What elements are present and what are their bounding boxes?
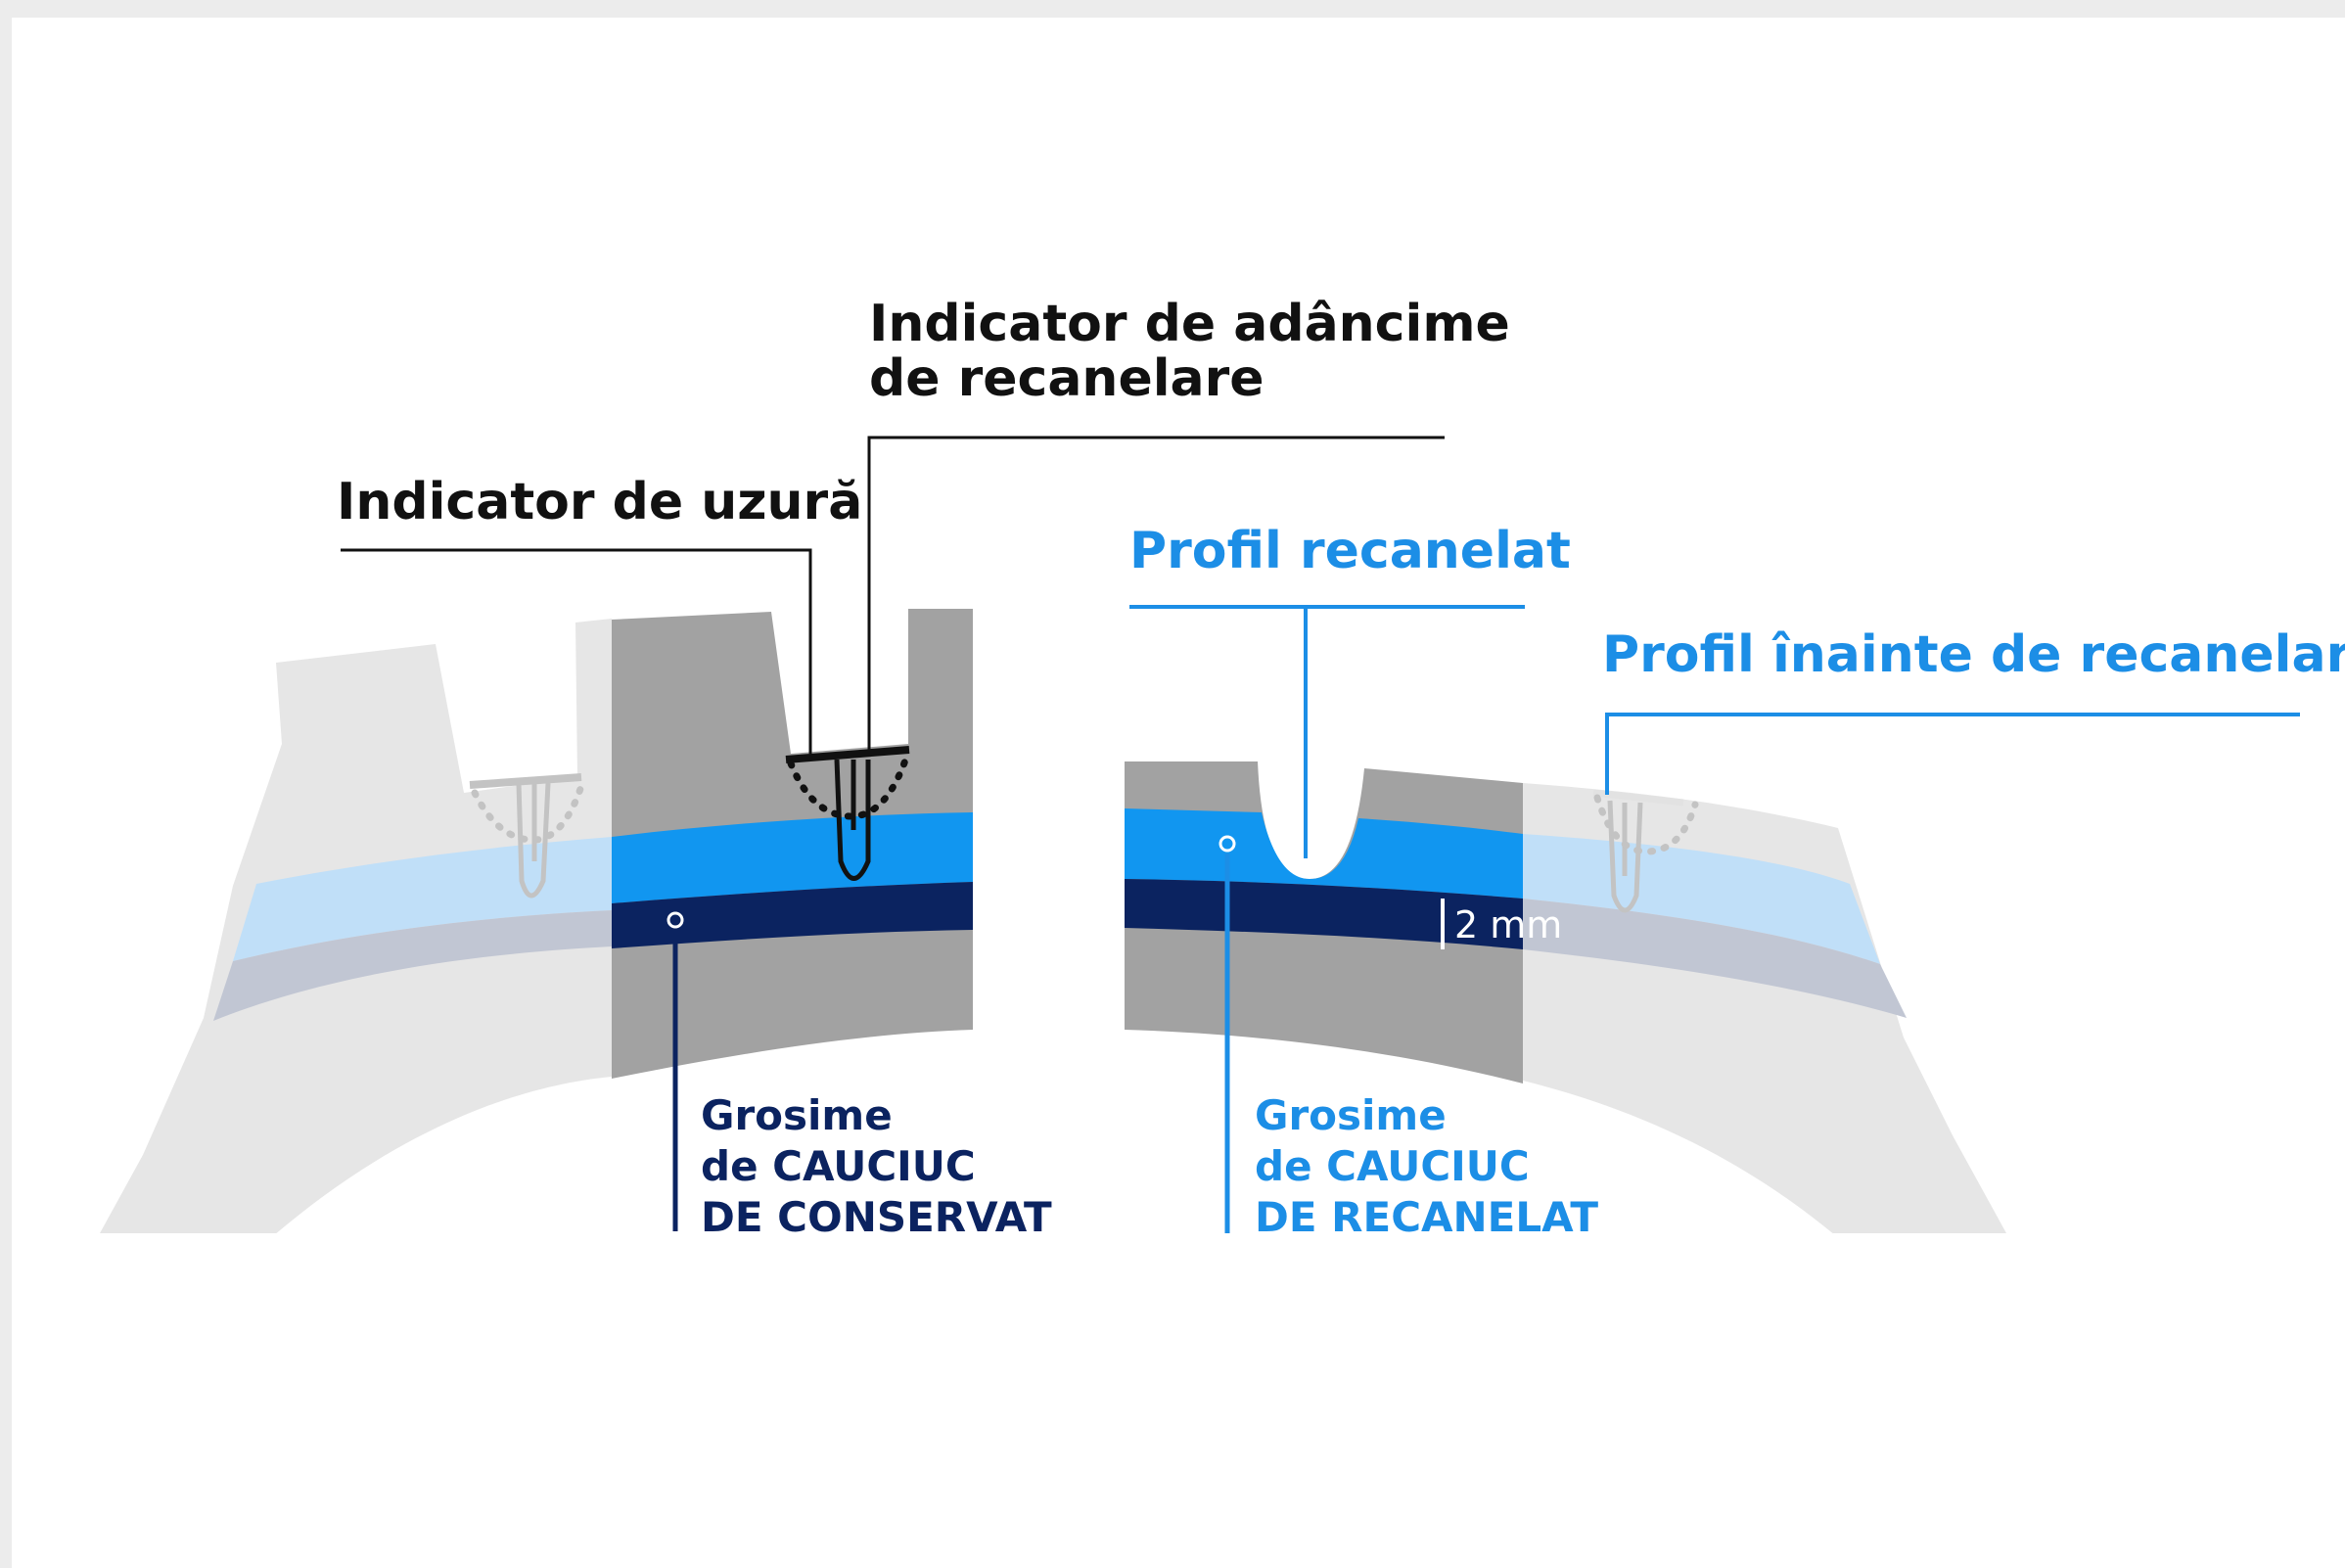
faded-wear-indicator-icon xyxy=(469,773,587,899)
keep-marker-dot xyxy=(667,911,684,929)
regrooved-profile-title: Profil recanelat xyxy=(1129,522,1571,580)
left-faded-navy-band xyxy=(213,910,612,1021)
keep-thickness-line1: Grosime xyxy=(701,1091,893,1139)
wear-indicator-title: Indicator de uzură xyxy=(337,473,862,531)
keep-thickness-label: Grosime de CAUCIUC DE CONSERVAT xyxy=(701,1091,1052,1241)
left-blue-band xyxy=(612,812,973,903)
regroove-thickness-label: Grosime de CAUCIUC DE RECANELAT xyxy=(1255,1091,1598,1241)
labels: Indicator de adâncime de recanelare Indi… xyxy=(337,295,2345,1241)
left-navy-band xyxy=(612,882,973,948)
left-inner-arc xyxy=(274,1077,612,1235)
right-tire-section: 2 mm xyxy=(1125,761,2006,1235)
depth-indicator-leader xyxy=(867,436,1445,754)
before-profile-title: Profil înainte de recanelare xyxy=(1602,625,2345,684)
wear-indicator-icon xyxy=(785,746,910,881)
leader-lines xyxy=(341,436,2300,1233)
dimension-label: 2 mm xyxy=(1454,903,1562,946)
left-tire-section xyxy=(100,609,973,1235)
depth-indicator-title: Indicator de adâncime de recanelare xyxy=(869,295,1528,408)
regroove-thickness-line2: de CAUCIUC xyxy=(1255,1142,1530,1190)
regroove-thickness-line3: DE RECANELAT xyxy=(1255,1193,1598,1241)
right-blue-band xyxy=(1125,808,1523,899)
before-profile-leader xyxy=(1605,713,2300,795)
right-faded-navy-band xyxy=(1523,899,1907,1018)
wear-indicator-leader xyxy=(341,548,812,754)
regroove-thickness-line1: Grosime xyxy=(1255,1091,1447,1139)
depth-indicator-title-line2: de recanelare xyxy=(869,349,1264,408)
regroove-marker-dot xyxy=(1218,835,1236,853)
keep-thickness-line2: de CAUCIUC xyxy=(701,1142,976,1190)
left-faded-blue-band xyxy=(233,837,612,961)
keep-thickness-line3: DE CONSERVAT xyxy=(701,1193,1052,1241)
right-inner-arc xyxy=(1523,1081,1835,1235)
depth-indicator-title-line1: Indicator de adâncime xyxy=(869,295,1510,353)
right-navy-band xyxy=(1125,879,1523,949)
